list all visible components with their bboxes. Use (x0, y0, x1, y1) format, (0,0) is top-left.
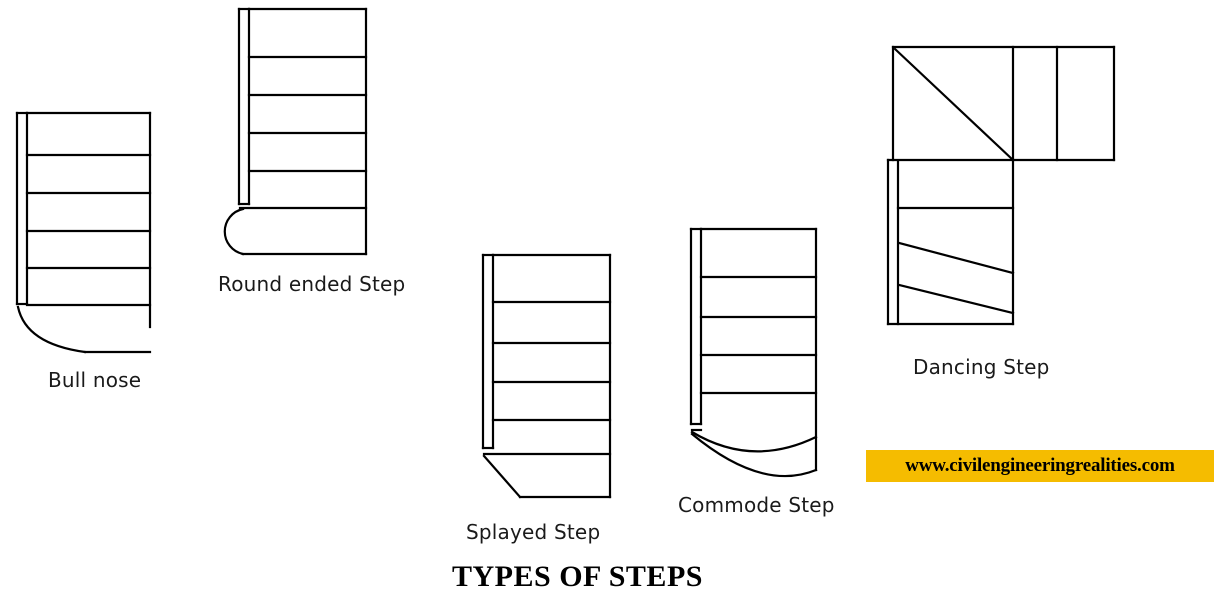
bull-nose-diagram (15, 111, 152, 354)
splayed-step-diagram (481, 253, 612, 499)
watermark-banner: www.civilengineeringrealities.com (866, 450, 1214, 482)
caption-bull-nose: Bull nose (48, 368, 142, 392)
bull-nose-rounded-nosing-curve (16, 305, 87, 354)
dancing-corner-diagonal-line (893, 47, 1015, 162)
caption-dancing-step: Dancing Step (913, 355, 1050, 379)
commode-step-diagram (689, 227, 818, 478)
figure-title: TYPES OF STEPS (452, 560, 703, 593)
round-ended-step-diagram (223, 7, 368, 256)
dancing-winder-line-1 (897, 241, 1015, 275)
caption-round-ended-step: Round ended Step (218, 272, 406, 296)
dancing-step-diagram (886, 45, 1116, 326)
splayed-angled-edge (482, 454, 522, 499)
round-ended-semicircle-end (223, 207, 245, 256)
caption-commode-step: Commode Step (678, 493, 835, 517)
dancing-winder-line-2 (897, 283, 1015, 315)
caption-splayed-step: Splayed Step (466, 520, 601, 544)
commode-inner-curve (690, 430, 818, 453)
commode-outer-curve (690, 432, 818, 478)
